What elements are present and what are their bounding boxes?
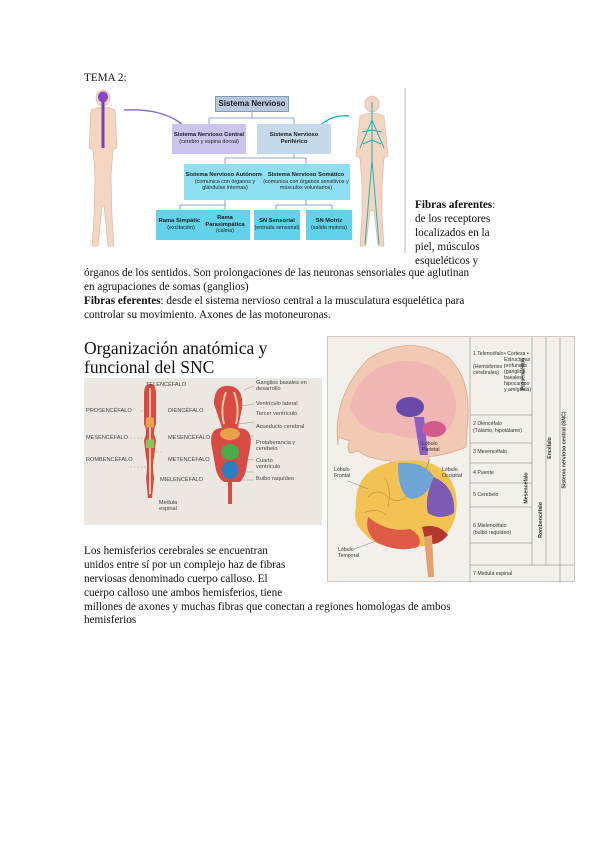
sympathetic-branch-box: Rama Simpática (excitación) bbox=[156, 210, 206, 240]
row-telencefalo: 1 Telencéfalo bbox=[473, 351, 504, 357]
snc-development-figure: TELENCÉFALO DIENCÉFALO PROSENCÉFALO MESE… bbox=[84, 378, 322, 525]
vertical-rombencefalo: Rombencéfalo bbox=[537, 502, 544, 538]
row-cerebelo: 5 Cerebelo bbox=[473, 492, 499, 498]
brain-regions-figure: Lóbulo Frontal Lóbulo Parietal Lóbulo Oc… bbox=[327, 336, 575, 583]
hemispheres-line: hemisferios bbox=[84, 614, 137, 626]
diagram-root-box: Sistema Nervioso bbox=[215, 96, 289, 112]
section-title: TEMA 2: bbox=[84, 72, 127, 84]
hemispheres-line: nerviosas denominado cuerpo calloso. El bbox=[84, 573, 268, 585]
efferent-line: controlar su movimiento. Axones de las m… bbox=[84, 309, 331, 321]
label-lobulo-occipital: Lóbulo Occipital bbox=[442, 467, 462, 479]
label-ventriculo-lateral: Ventrículo lateral bbox=[256, 401, 298, 407]
human-right-figure bbox=[355, 95, 389, 247]
label-lobulo-frontal: Lóbulo Frontal bbox=[334, 467, 351, 479]
label-lobulo-temporal: Lóbulo Temporal bbox=[338, 547, 360, 559]
vertical-snc: Sistema nervioso central (SNC) bbox=[561, 411, 568, 489]
afferent-line: de los receptores bbox=[415, 213, 491, 225]
central-system-box: Sistema Nervioso Central (cerebro y espi… bbox=[172, 124, 246, 154]
label-telencefalo: TELENCÉFALO bbox=[146, 382, 187, 388]
label-mesencefalo-left: MESENCÉFALO bbox=[86, 435, 128, 441]
label-rombencefalo: ROMBENCÉFALO bbox=[86, 457, 133, 463]
label-tercer-ventriculo: Tercer ventrículo bbox=[256, 411, 298, 417]
label-prosencefalo: PROSENCÉFALO bbox=[86, 408, 132, 414]
body-figures-illustration bbox=[88, 88, 406, 253]
row-telencefalo-sub: (Hemisferios cerebrales) bbox=[473, 364, 503, 376]
hemispheres-line: cuerpo calloso une ambos hemisferios, ti… bbox=[84, 587, 283, 599]
row-telencefalo-detail: • Corteza • Estructuras profundas (gangl… bbox=[504, 351, 532, 393]
row-puente: 4 Puente bbox=[473, 470, 494, 476]
label-ganglios: Ganglios basales en desarrollo bbox=[256, 380, 307, 392]
label-bulbo: Bulbo raquídeo bbox=[256, 476, 294, 482]
label-mielencefalo: MIELENCÉFALO bbox=[160, 477, 203, 483]
label-lobulo-parietal: Lóbulo Parietal bbox=[422, 441, 440, 453]
motor-system-box: SN Motriz (salida motora) bbox=[306, 210, 352, 240]
vertical-mesencefalo: Mesencéfalo bbox=[523, 472, 530, 504]
label-mesencefalo-mid: MESENCÉFALO bbox=[168, 435, 210, 441]
hemispheres-line: millones de axones y muchas fibras que c… bbox=[84, 601, 451, 613]
afferent-line: órganos de los sentidos. Son prolongacio… bbox=[84, 267, 470, 279]
vertical-prosencefalo: Prosencéfalo bbox=[520, 357, 527, 391]
label-diencefalo: DIENCÉFALO bbox=[168, 408, 204, 414]
section-heading: funcional del SNC bbox=[84, 357, 215, 377]
efferent-line: Fibras eferentes: desde el sistema nervi… bbox=[84, 295, 465, 307]
row-diencefalo-sub: (Tálamo, hipotálamo) bbox=[473, 428, 523, 434]
sensory-system-box: SN Sensorial (entrada sensorial) bbox=[254, 210, 300, 240]
nervous-system-diagram: Sistema Nervioso Sistema Nervioso Centra… bbox=[84, 86, 408, 253]
parasympathetic-branch-box: Rama Parasimpática (calma) bbox=[200, 210, 250, 240]
afferent-line: esqueléticos y bbox=[415, 255, 479, 267]
human-left-figure bbox=[88, 89, 118, 247]
row-mesencefalo: 3 Mesencéfalo bbox=[473, 449, 507, 455]
label-cuarto-ventriculo: Cuarto ventrículo bbox=[256, 458, 281, 470]
afferent-heading: Fibras aferentes: bbox=[415, 199, 496, 211]
afferent-line: en agrupaciones de somas (ganglios) bbox=[84, 281, 249, 293]
label-protuberancia: Protuberancia y cerebelo bbox=[256, 440, 296, 452]
brain-illustration bbox=[336, 337, 574, 583]
row-diencefalo: 2 Diencéfalo bbox=[473, 421, 502, 427]
label-medula: Medula espinal bbox=[158, 500, 178, 512]
afferent-line: localizados en la bbox=[415, 227, 490, 239]
label-acueducto: Acueducto cerebral bbox=[256, 424, 305, 430]
section-heading: Organización anatómica y bbox=[84, 338, 268, 358]
row-mielencefalo: 6 Mielencéfalo bbox=[473, 523, 507, 529]
hemispheres-line: unidos entre sí por un complejo haz de f… bbox=[84, 559, 286, 571]
label-metencefalo: METENCÉFALO bbox=[168, 457, 210, 463]
row-medula: 7 Medula espinal bbox=[473, 571, 513, 577]
neural-tube-illustration bbox=[128, 384, 255, 504]
vertical-encefalo: Encéfalo bbox=[546, 437, 553, 459]
autonomic-system-box: Sistema Nervioso Autónomo (comunica con … bbox=[184, 164, 266, 200]
row-mielencefalo-sub: (bulbo raquídeo) bbox=[473, 530, 512, 536]
afferent-line: piel, músculos bbox=[415, 241, 480, 253]
peripheral-system-box: Sistema Nervioso Periférico bbox=[257, 124, 331, 154]
somatic-system-box: Sistema Nervioso Somático (comunica con … bbox=[262, 164, 350, 200]
hemispheres-line: Los hemisferios cerebrales se encuentran bbox=[84, 545, 268, 557]
